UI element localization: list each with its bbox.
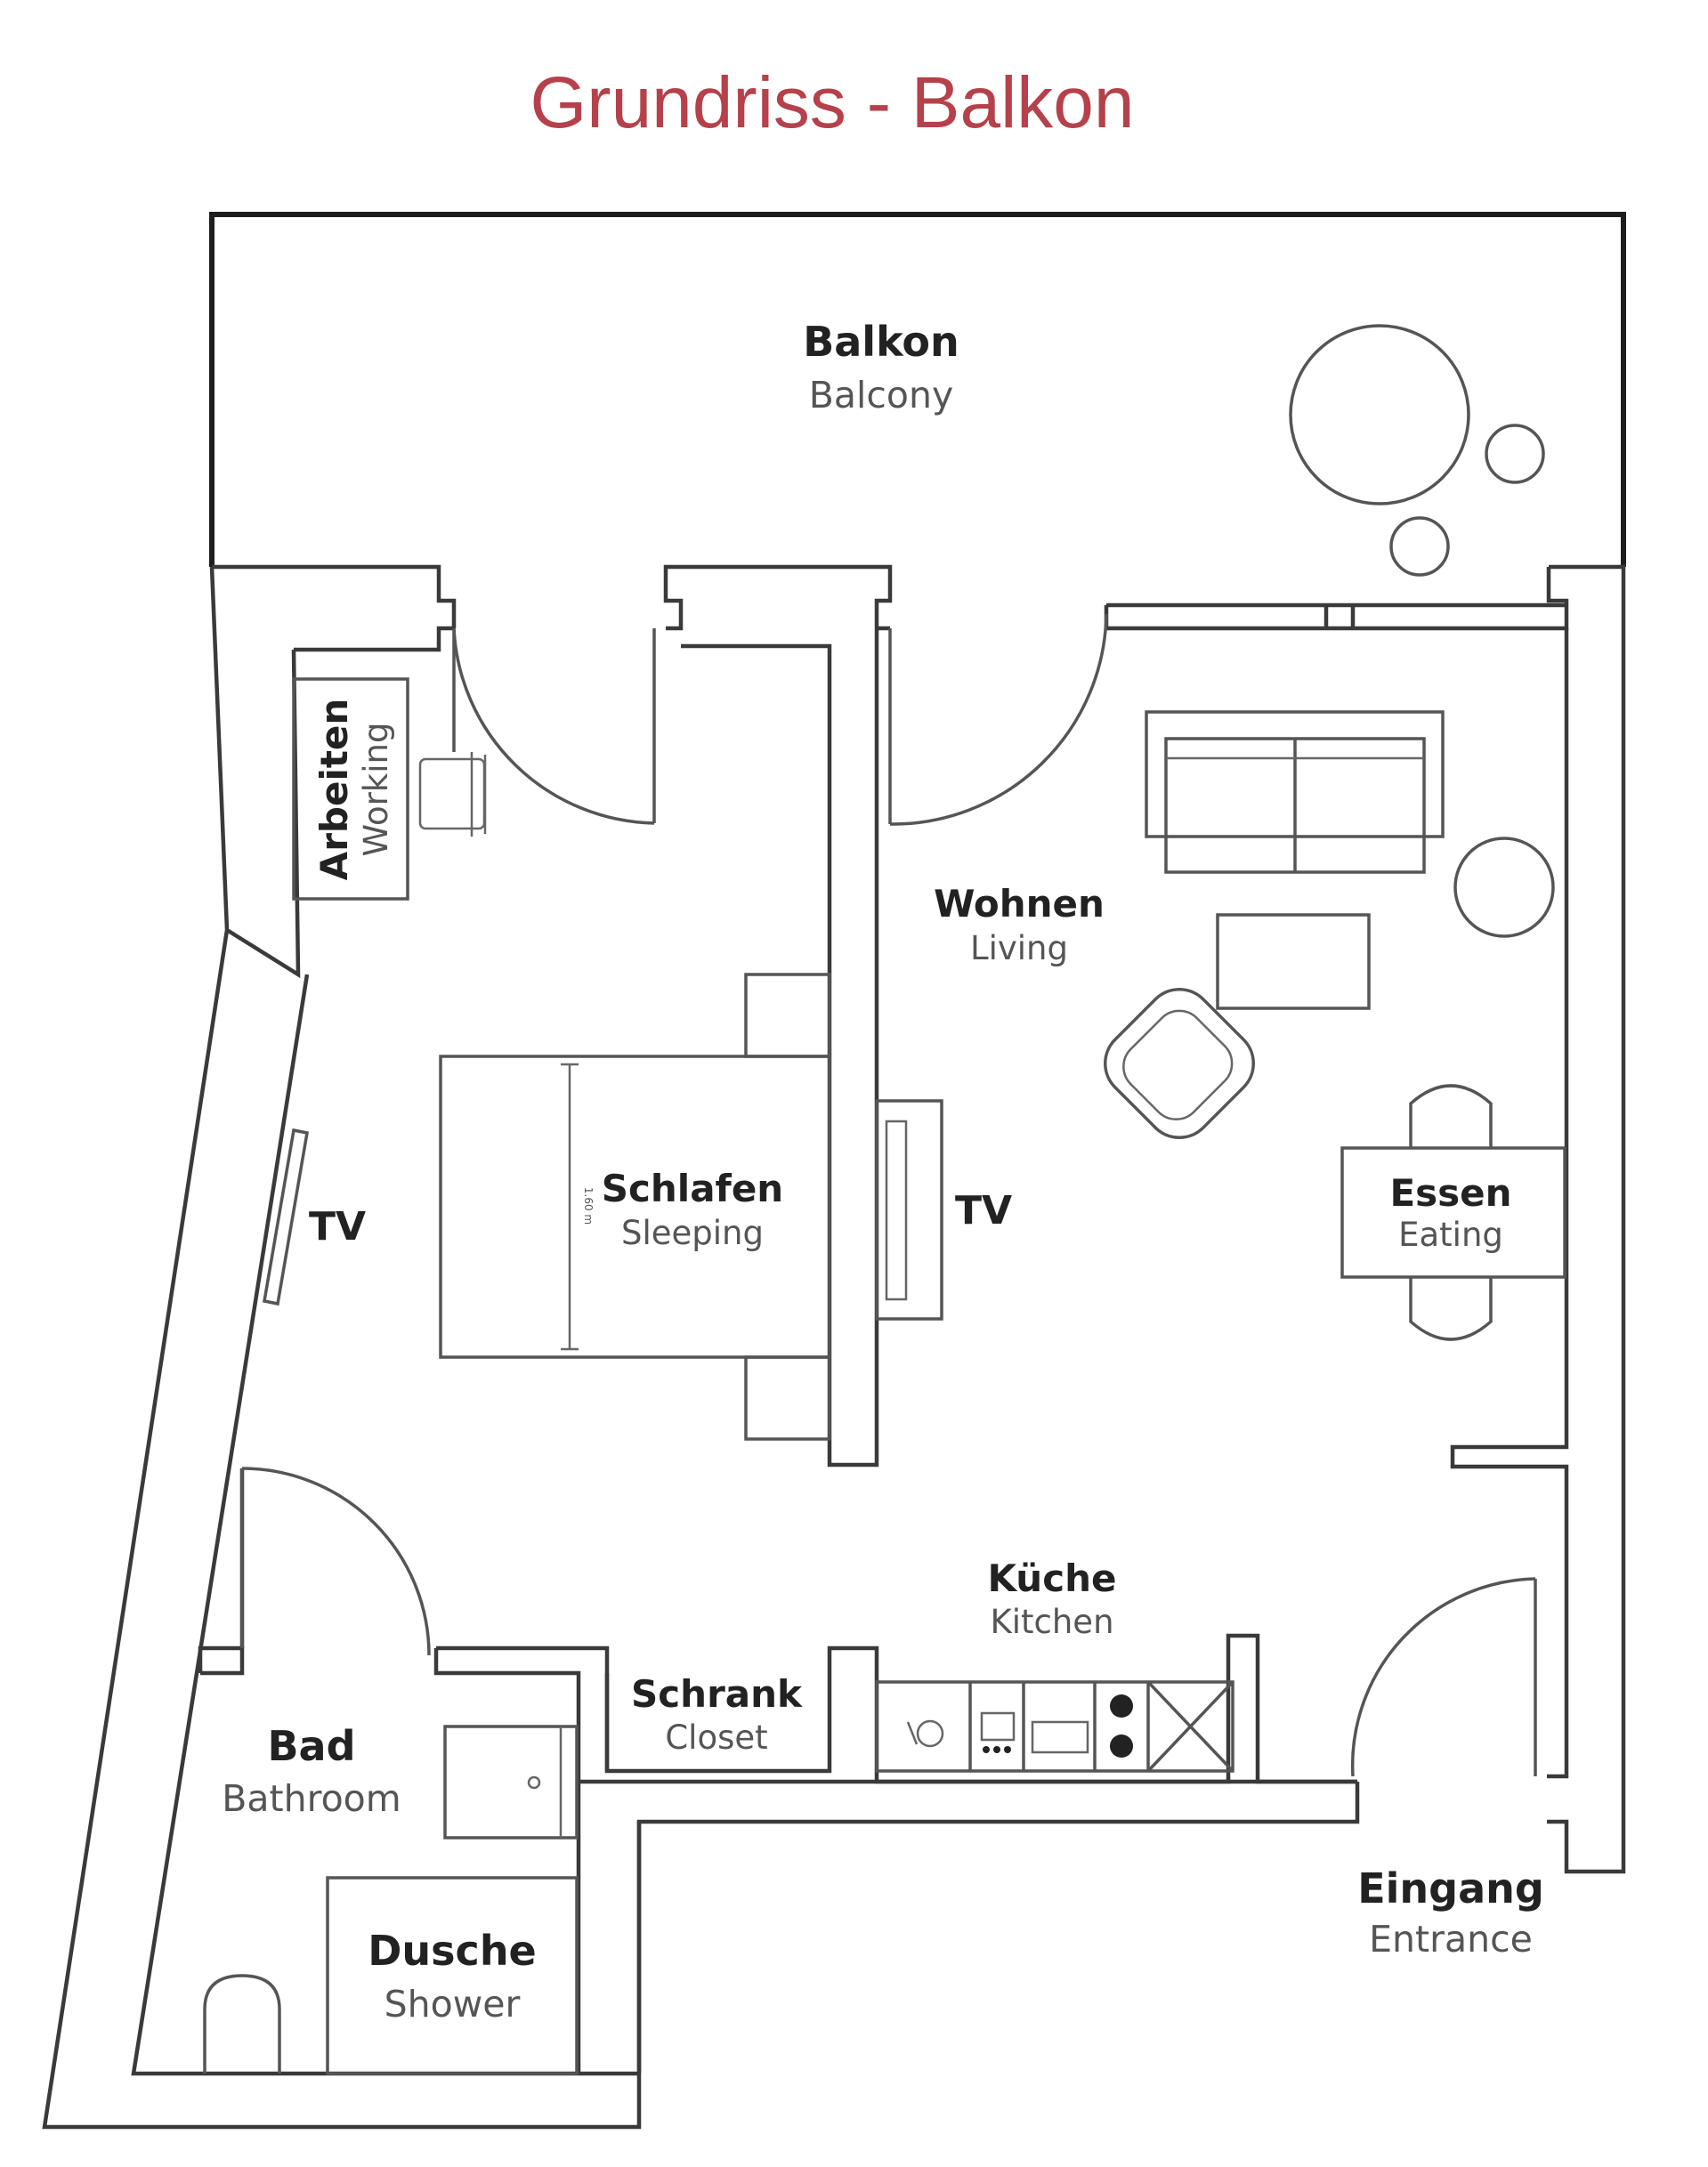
label-balcony: Balkon Balcony [803,318,959,416]
working-desk [292,677,409,901]
balcony-table-icon [1289,324,1470,505]
label-entrance: Eingang Entrance [1357,1864,1544,1961]
living-tv-label: TV [955,1188,1012,1233]
dishwasher-icon [980,1711,1016,1753]
sofa-icon [1145,710,1445,874]
label-living: Wohnen Living [934,882,1105,967]
balcony-stool-icon [1389,424,1545,577]
svg-text:Sleeping: Sleeping [621,1214,764,1252]
armchair-icon [1103,987,1256,1140]
svg-text:Closet: Closet [665,1718,767,1757]
fridge-icon [1146,1680,1234,1773]
shower-tray [326,1876,579,2075]
label-working: Arbeiten Working [312,699,395,881]
oven-icon [1031,1720,1089,1754]
svg-text:Schlafen: Schlafen [602,1167,783,1210]
label-kitchen: Küche Kitchen [988,1557,1117,1641]
svg-text:Eingang: Eingang [1357,1864,1544,1912]
svg-text:Kitchen: Kitchen [990,1603,1113,1641]
door-swing-icon [240,613,1537,1777]
side-table-icon [1453,837,1555,938]
label-eating: Essen Eating [1389,1171,1511,1254]
svg-text:Essen: Essen [1389,1171,1511,1215]
plan-title: Grundriss - Balkon [530,62,1134,143]
nightstand-icon [744,973,831,1441]
washbasin-icon [443,1725,579,1840]
label-sleeping: Schlafen Sleeping [602,1167,783,1252]
coffee-table-icon [1216,913,1371,1010]
label-shower: Dusche Shower [368,1927,537,2025]
svg-text:Living: Living [970,929,1068,967]
svg-text:Shower: Shower [385,1983,521,2025]
balcony-railing [209,212,1626,567]
svg-text:Wohnen: Wohnen [934,882,1105,926]
kitchen-counter [875,1680,1234,1773]
svg-text:Working: Working [357,723,395,857]
label-closet: Schrank Closet [631,1672,803,1757]
svg-text:Bad: Bad [267,1722,355,1770]
toilet-icon [203,1974,281,2074]
balcony-area [209,212,1626,577]
tv-icon [875,1099,943,1321]
svg-text:Schrank: Schrank [631,1672,803,1716]
svg-text:Balcony: Balcony [809,374,954,416]
dining-table-icon [1340,1084,1566,1341]
bedroom-tv-label: TV [309,1204,366,1249]
double-bed-icon [439,1055,831,1359]
bed-dimension-label: 1.60 m [582,1187,595,1225]
svg-text:Arbeiten: Arbeiten [312,699,356,881]
svg-text:Balkon: Balkon [803,318,959,366]
svg-text:1.60 m: 1.60 m [582,1187,595,1225]
cooktop-icon [1110,1694,1133,1758]
sink-icon [906,1719,944,1748]
label-bathroom: Bad Bathroom [222,1722,401,1820]
svg-text:Küche: Küche [988,1557,1117,1600]
svg-text:Eating: Eating [1398,1216,1503,1254]
svg-text:Bathroom: Bathroom [222,1777,401,1820]
desk-chair-icon [418,752,487,837]
svg-text:Entrance: Entrance [1369,1918,1533,1961]
tv-icon [262,1128,310,1306]
svg-text:Dusche: Dusche [368,1927,537,1975]
